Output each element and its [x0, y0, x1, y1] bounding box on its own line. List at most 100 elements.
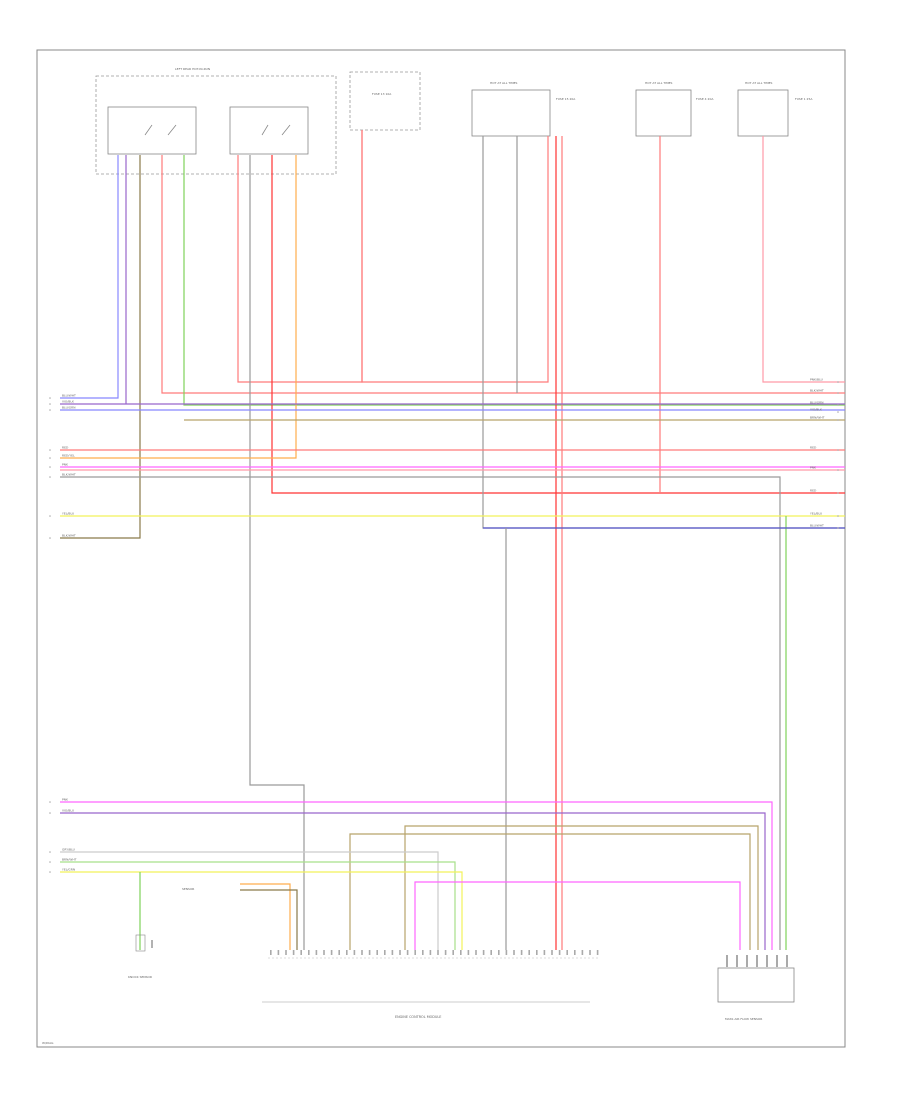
- ecm-pin: [346, 950, 348, 955]
- wire-green-vertical: [183, 155, 845, 406]
- relay-box-4: [737, 89, 789, 137]
- left-wire-labels: BLU/WHT VIO/BLK BLU/GRN RED RED/YEL PNK BLK/WH…: [49, 394, 77, 873]
- ecm-pin: [475, 950, 477, 955]
- maf-pin: [736, 955, 738, 967]
- left-wire-terminal: [49, 466, 51, 468]
- relay-box-3: [635, 89, 692, 137]
- left-wire-label: BRN/WHT: [62, 858, 77, 862]
- ecm-pin: [315, 950, 318, 955]
- left-wire-terminal: [49, 476, 51, 478]
- bus-lower-violet: [60, 812, 766, 950]
- right-wire-terminal: [837, 392, 839, 394]
- left-wire-label: YEL/BLU: [62, 512, 74, 516]
- ecm-pin: [482, 950, 485, 955]
- wire-brown-ecm: [240, 889, 298, 950]
- knock-sensor-caption: KNOCK SENSOR: [128, 975, 152, 979]
- wire-orange-vertical: [60, 155, 297, 459]
- left-wire-terminal: [49, 449, 51, 451]
- left-wire-terminal: [49, 812, 51, 814]
- ecm-pin: [513, 950, 515, 955]
- maf-pin: [756, 955, 758, 967]
- right-wire-label: BLU/WHT: [810, 524, 824, 528]
- ecm-pin: [399, 950, 401, 955]
- left-wire-terminal: [49, 457, 51, 459]
- ecm-pin: [566, 950, 568, 955]
- right-wire-label: PNK: [810, 466, 817, 470]
- right-wire-terminal: [837, 411, 839, 413]
- fuse-block-1: [349, 71, 421, 131]
- wire-red-vertical-2: [237, 130, 363, 383]
- left-wire-label: BLU/WHT: [62, 394, 76, 398]
- switch-box-right: [229, 106, 309, 155]
- ecm-sensor-caption: SENSOR: [182, 887, 194, 891]
- ecm-pin: [498, 950, 500, 955]
- wire-red-vertical-3: [271, 155, 845, 494]
- left-wire-label: GRY/BLU: [62, 848, 75, 852]
- right-wire-label: PNK/BLU: [810, 378, 823, 382]
- left-wire-label: PNK: [62, 463, 69, 467]
- ecm-pin: [391, 950, 394, 955]
- left-wire-terminal: [49, 871, 51, 873]
- right-wire-label: BLK/WHT: [810, 389, 824, 393]
- ecm-caption: ENGINE CONTROL MODULE: [395, 1015, 441, 1019]
- ecm-pin: [277, 950, 280, 955]
- right-wire-terminal: [837, 381, 839, 383]
- right-wire-terminal: [837, 492, 839, 494]
- left-wire-label: RED/YEL: [62, 454, 75, 458]
- right-wire-labels: PNK/BLUBLK/WHTBLU/GRNVIO/BLKBRN/WHTREDPN…: [810, 378, 839, 529]
- right-wire-label: RED: [810, 446, 817, 450]
- bus-lower-gray: [60, 851, 439, 950]
- ecm-pin: [444, 950, 447, 955]
- ecm-pin: [285, 950, 287, 955]
- wire-red-vertical-1: [161, 155, 845, 394]
- right-wire-label: BLU/GRN: [810, 401, 823, 405]
- ecm-pin: [543, 950, 546, 955]
- ecm-pin: [353, 950, 356, 955]
- ecm-pin: [406, 950, 409, 955]
- ecm-pin: [528, 950, 530, 955]
- ecm-pin: [490, 950, 492, 955]
- switch-module-title: LEFT REAR HOT-IN-RUN: [175, 67, 210, 71]
- connector-pins: [270, 950, 788, 967]
- fuse4-label: FUSE 1 25A: [795, 97, 813, 101]
- left-wire-label: PNK: [62, 798, 69, 802]
- maf-pin: [766, 955, 768, 967]
- ecm-pin: [422, 950, 424, 955]
- left-wire-label: RED: [62, 446, 69, 450]
- ecm-pin: [574, 950, 576, 955]
- switch-module-dashed: [95, 75, 337, 175]
- ecm-pin: [581, 950, 584, 955]
- ecm-pin: [414, 950, 416, 955]
- left-wire-label: VIO/BLK: [62, 400, 75, 404]
- switch-contact: [167, 124, 177, 136]
- diagram-frame: [36, 49, 846, 1048]
- left-wire-terminal: [49, 515, 51, 517]
- ecm-pin: [520, 950, 523, 955]
- relay4-title: HOT AT ALL TIMES: [745, 81, 773, 85]
- bus-lower-brown: [404, 825, 759, 950]
- right-wire-label: YEL/BLU: [810, 512, 822, 516]
- ecm-pin: [292, 950, 295, 955]
- ecm-pin: [505, 950, 508, 955]
- left-wire-terminal: [49, 851, 51, 853]
- left-wire-label: BLU/GRN: [62, 406, 75, 410]
- page-ref: W/DIAG: [42, 1041, 54, 1045]
- bus-lower-brown-2: [349, 833, 751, 950]
- bus-lower-lightgreen: [60, 861, 456, 950]
- right-wire-terminal: [837, 515, 839, 517]
- ecm-pin: [300, 950, 302, 955]
- ecm-pin: [437, 950, 439, 955]
- wire-orange-ecm: [240, 883, 291, 950]
- relay-box-2: [471, 89, 551, 137]
- left-wire-label: BLK/WHT: [62, 473, 76, 477]
- ecm-pin: [558, 950, 561, 955]
- ecm-pin: [338, 950, 340, 955]
- ecm-pin: [589, 950, 591, 955]
- fuse3-label: FUSE 4 20A: [696, 97, 714, 101]
- ecm-connector: [262, 957, 600, 1003]
- maf-sensor-box: [717, 967, 795, 1003]
- relay3-title: HOT AT ALL TIMES: [645, 81, 673, 85]
- ecm-pin: [323, 950, 325, 955]
- ecm-pin: [361, 950, 363, 955]
- left-wire-terminal: [49, 403, 51, 405]
